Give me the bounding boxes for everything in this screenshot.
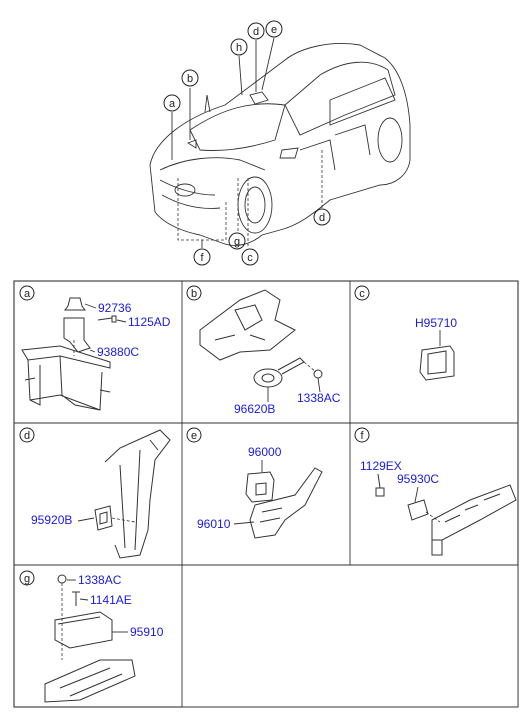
radiator-support <box>21 345 111 411</box>
callout-d-side[interactable]: d <box>313 208 331 226</box>
panel-a: a 92736 1125AD 93880C <box>19 285 171 411</box>
panel-b-badge[interactable]: b <box>186 285 202 301</box>
svg-text:d: d <box>24 430 30 442</box>
svg-text:a: a <box>169 98 176 110</box>
callout-h[interactable]: h <box>230 38 248 56</box>
panel-f-badge[interactable]: f <box>354 427 370 443</box>
svg-text:f: f <box>200 252 204 264</box>
svg-text:b: b <box>187 73 193 85</box>
svg-text:b: b <box>191 288 197 300</box>
part-96010[interactable]: 96010 <box>197 517 231 531</box>
part-1338AC-b[interactable]: 1338AC <box>297 391 341 405</box>
part-1338AC-g[interactable]: 1338AC <box>78 573 122 587</box>
svg-text:a: a <box>24 288 31 300</box>
svg-text:g: g <box>24 573 30 585</box>
panel-d: d 95920B <box>19 427 171 559</box>
panel-d-badge[interactable]: d <box>19 427 35 443</box>
panel-b: b 96620B 1338AC <box>186 285 341 416</box>
part-1129EX[interactable]: 1129EX <box>360 459 402 473</box>
callout-b[interactable]: b <box>181 69 199 87</box>
cap-92736 <box>64 297 86 311</box>
panel-f: f 1129EX 95930C <box>354 427 517 556</box>
part-95910[interactable]: 95910 <box>130 625 164 639</box>
callout-a[interactable]: a <box>163 94 181 112</box>
callout-e[interactable]: e <box>265 20 283 38</box>
svg-text:d: d <box>319 212 325 224</box>
front-wheel <box>237 176 273 234</box>
part-95930C[interactable]: 95930C <box>397 472 439 486</box>
crossmember <box>431 484 517 556</box>
callout-d-top[interactable]: d <box>247 22 265 40</box>
panel-a-badge[interactable]: a <box>19 285 35 301</box>
svg-text:e: e <box>271 24 277 36</box>
callout-g[interactable]: g <box>228 232 246 250</box>
part-93880C[interactable]: 93880C <box>97 345 139 359</box>
panel-c-badge[interactable]: c <box>354 285 370 301</box>
sensor-95920B <box>94 505 113 531</box>
part-92736[interactable]: 92736 <box>98 301 132 315</box>
svg-text:g: g <box>234 236 240 248</box>
callout-f[interactable]: f <box>193 248 211 266</box>
key-96000 <box>245 471 275 503</box>
callout-c[interactable]: c <box>241 248 259 266</box>
part-95920B[interactable]: 95920B <box>31 513 72 527</box>
part-96000[interactable]: 96000 <box>248 445 282 459</box>
svg-text:d: d <box>253 26 259 38</box>
panel-g-badge[interactable]: g <box>19 570 35 586</box>
part-H95710[interactable]: H95710 <box>415 316 457 330</box>
sensor-H95710 <box>419 345 455 381</box>
b-pillar <box>104 429 171 559</box>
sensor-95930C <box>407 499 429 521</box>
svg-text:f: f <box>360 430 364 442</box>
bracket-93880C <box>63 317 91 353</box>
panel-c: c H95710 <box>354 285 457 381</box>
panel-grid <box>13 280 519 708</box>
horn-96620B <box>253 368 283 388</box>
svg-text:c: c <box>359 288 365 300</box>
panel-g: g 1338AC 1141AE 95910 <box>19 570 164 703</box>
fender-apron <box>199 289 296 361</box>
part-96620B[interactable]: 96620B <box>234 402 275 416</box>
rear-wheel <box>377 117 403 163</box>
part-1125AD[interactable]: 1125AD <box>128 315 171 329</box>
airbag-module-95910 <box>54 611 113 649</box>
svg-text:c: c <box>247 252 253 264</box>
svg-text:h: h <box>236 42 242 54</box>
part-1141AE[interactable]: 1141AE <box>90 593 132 607</box>
svg-text:e: e <box>191 430 197 442</box>
car-overview: a b h d e d g c f <box>149 20 411 266</box>
panel-e-badge[interactable]: e <box>186 427 202 443</box>
key-blade-96010 <box>249 467 323 539</box>
floor-tunnel <box>44 659 136 703</box>
panel-e: e 96000 96010 <box>186 427 323 539</box>
